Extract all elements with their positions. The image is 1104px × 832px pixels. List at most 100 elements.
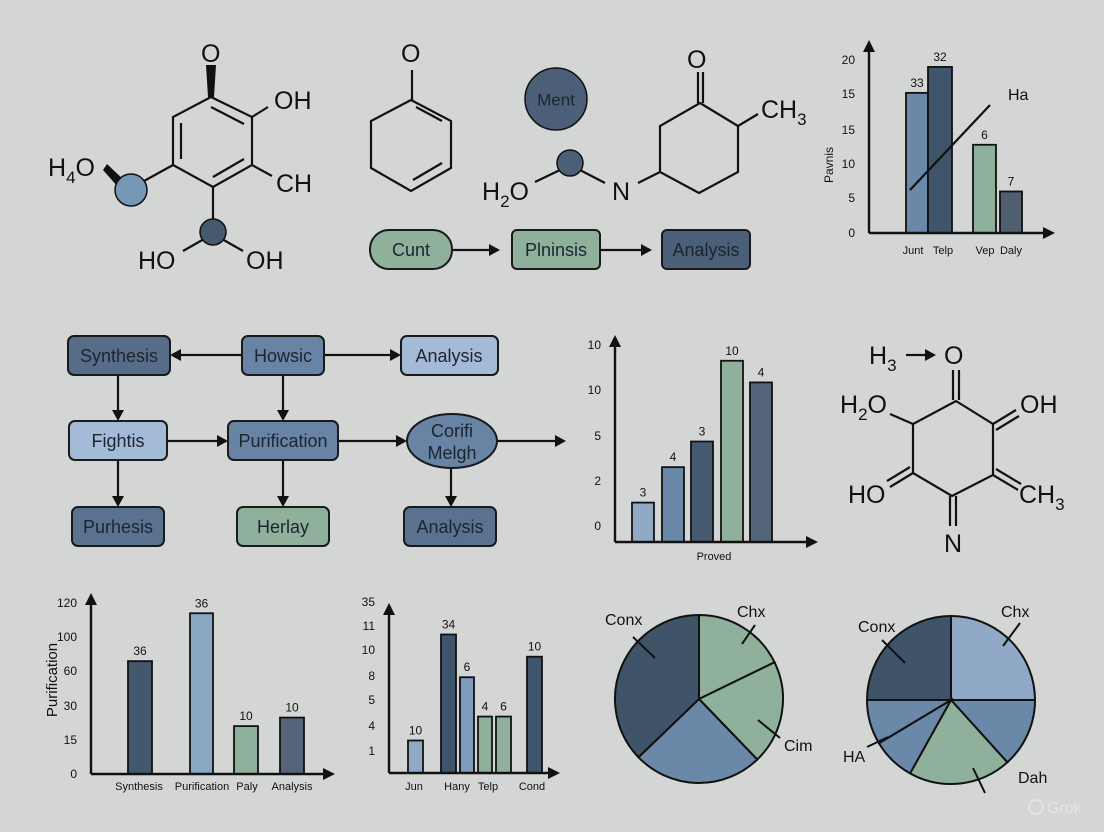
pie-label: HA	[843, 749, 866, 766]
bar	[189, 612, 214, 775]
x-tick-label: Cond	[519, 781, 545, 793]
flow-node-analysis	[400, 335, 499, 376]
y-tick-label: 4	[368, 719, 375, 733]
y-axis-arrow-icon	[383, 603, 395, 615]
pie-chart-2	[865, 614, 1037, 785]
arrowhead-icon	[112, 496, 124, 507]
flow-node-label: Howsic	[254, 346, 312, 366]
flow-node-corifi-melgh	[406, 413, 498, 469]
bar	[233, 725, 259, 775]
y-tick-label: 10	[588, 383, 602, 397]
atom-label: N	[612, 178, 630, 206]
x-tick-label: Purification	[175, 781, 229, 793]
leader-line	[632, 636, 656, 659]
x-tick-label: Junt	[903, 245, 924, 257]
y-tick-label: 8	[368, 669, 375, 683]
molecule-1: O OH CH H4O HO OH	[48, 40, 312, 275]
bar	[749, 381, 773, 543]
bar	[999, 190, 1023, 234]
pie-label: Conx	[858, 619, 895, 636]
bar-value-label: 4	[482, 700, 489, 714]
arrowhead-icon	[925, 349, 936, 361]
atom-label: H2O	[840, 391, 887, 424]
pie-label: Conx	[605, 612, 642, 629]
bar	[905, 91, 929, 234]
top-flow: Cunt Plninsis Analysis	[369, 229, 751, 270]
bar	[720, 359, 744, 543]
pie-slice-chx	[950, 614, 1037, 701]
y-axis-label: Pavnis	[822, 147, 836, 183]
ment-node	[524, 67, 588, 131]
ring	[369, 98, 453, 193]
y-tick-label: 11	[363, 619, 376, 633]
flow-node-analysis-2	[403, 506, 497, 547]
leader-line	[1002, 622, 1021, 647]
x-tick-label: Synthesis	[115, 781, 163, 793]
y-axis-arrow-icon	[863, 40, 875, 52]
x-tick-label: Telp	[478, 781, 498, 793]
bar	[495, 715, 512, 774]
bar	[661, 466, 685, 543]
double-bond	[995, 468, 1022, 485]
bar	[407, 739, 424, 774]
y-tick-label: 15	[842, 123, 856, 137]
arrowhead-icon	[489, 244, 500, 256]
flow-step-label: Plninsis	[525, 240, 587, 260]
arrowhead-icon	[641, 244, 652, 256]
y-tick-label: 0	[594, 519, 601, 533]
atom-label: CH3	[1019, 481, 1065, 514]
pie-label: Dah	[1018, 770, 1047, 787]
bar	[127, 660, 153, 775]
flow-node-label: Fightis	[91, 431, 144, 451]
arrowhead-icon	[445, 496, 457, 507]
atom-node	[114, 173, 148, 207]
pie-label: Chx	[1001, 604, 1029, 621]
bond	[251, 164, 273, 177]
x-axis-arrow-icon	[548, 767, 560, 779]
flow-arrows	[112, 349, 566, 507]
arrowhead-icon	[112, 410, 124, 421]
bond	[251, 106, 269, 118]
bar-value-label: 6	[981, 128, 988, 142]
watermark: Grok	[1028, 799, 1083, 817]
bar	[459, 676, 475, 774]
pie-label: Cim	[784, 738, 812, 755]
bar	[477, 715, 493, 774]
y-tick-label: 15	[64, 733, 78, 747]
pie-chart-1	[614, 613, 784, 784]
bar	[526, 655, 543, 774]
y-tick-label: 100	[57, 630, 77, 644]
y-tick-label: 35	[362, 595, 376, 609]
bar-value-label: 6	[464, 660, 471, 674]
bar-value-label: 6	[500, 700, 507, 714]
flow-node-label: Herlay	[257, 517, 309, 537]
bond	[637, 171, 661, 184]
atom-label: O	[201, 40, 220, 68]
bond	[889, 412, 914, 426]
double-bond	[992, 409, 1017, 425]
flow-node-purhesis	[71, 506, 165, 547]
double-bond	[210, 106, 245, 125]
x-tick-label: Analysis	[272, 781, 313, 793]
atom-label: OH	[246, 247, 284, 275]
bar	[440, 633, 457, 774]
molecule-2: O	[369, 40, 453, 193]
y-tick-label: 0	[70, 767, 77, 781]
pie-label: Chx	[737, 604, 765, 621]
bar-value-label: 33	[910, 76, 924, 90]
x-tick-label: Hany	[444, 781, 470, 793]
atom-node	[556, 149, 584, 177]
bond	[534, 169, 561, 183]
bar-value-label: 10	[409, 724, 423, 738]
y-tick-label: 10	[842, 157, 856, 171]
bar	[631, 501, 655, 543]
leader-line	[881, 639, 906, 664]
bar-value-label: 10	[528, 640, 542, 654]
x-tick-label: Telp	[933, 245, 953, 257]
arrowhead-icon	[277, 496, 289, 507]
flow-node-label: Purhesis	[83, 517, 153, 537]
flow-node-label: Corifi	[431, 421, 473, 441]
